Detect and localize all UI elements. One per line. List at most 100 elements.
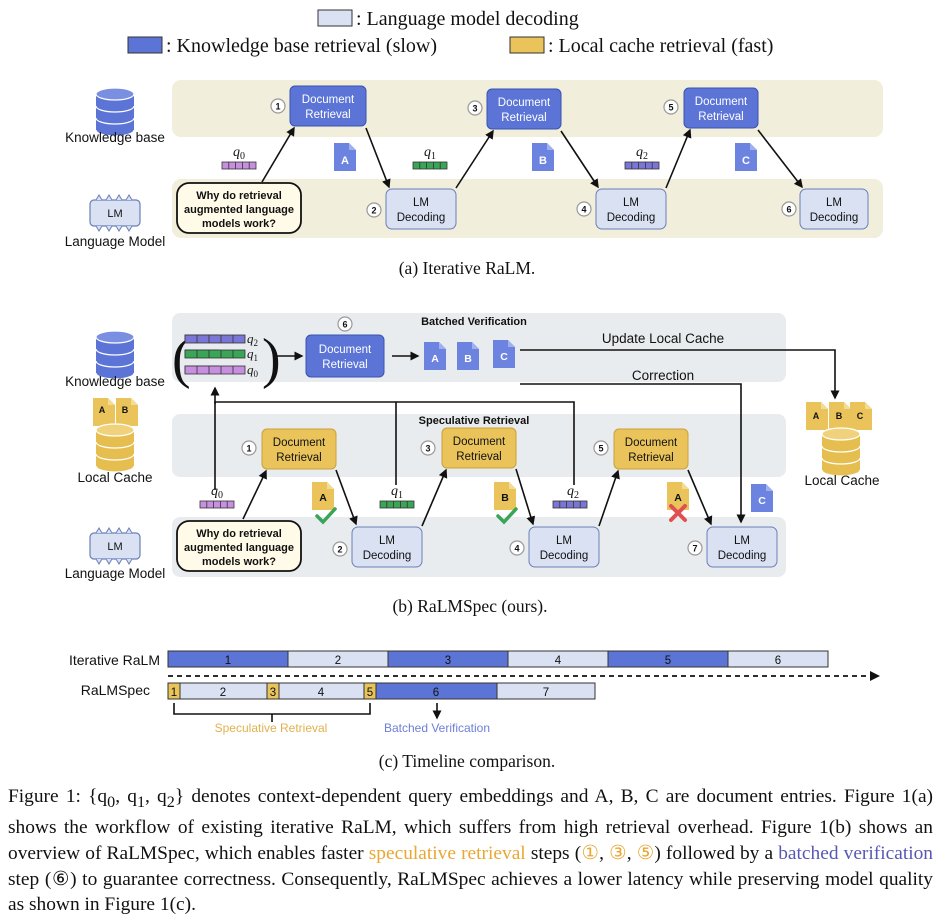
iter-seg-5: 5 <box>665 655 671 667</box>
iter-seg-1: 1 <box>225 655 231 667</box>
step-a-5: 5 <box>668 103 673 113</box>
spec-doc-a2-label: A <box>674 492 682 504</box>
iterative-timeline: 1 2 3 4 5 6 <box>167 650 829 668</box>
doc-b-label-b: B <box>464 353 472 365</box>
spec-doc-a-label: A <box>319 492 327 504</box>
ralmspec-timeline: 1 2 3 4 5 6 7 <box>167 682 596 700</box>
cache-retrieval-box-5 <box>613 428 689 470</box>
caption-step5: ⑤ <box>636 843 655 865</box>
iterative-label: Iterative RaLM <box>69 652 160 668</box>
arrow-b-4 <box>515 468 536 526</box>
prompt-b-line-2: augmented language <box>184 542 294 554</box>
caption-c: (c) Timeline comparison. <box>379 751 555 771</box>
step-b-6: 6 <box>342 320 347 330</box>
legend-cache-swatch <box>509 36 545 54</box>
panel-a: Knowledge base LM Language Model Why do … <box>65 80 883 278</box>
kb-retrieval-box-3-line2: Retrieval <box>501 112 546 124</box>
local-cache-label: Local Cache <box>77 470 152 485</box>
query-q2-b <box>552 500 588 509</box>
caption-sub0: 0 <box>107 793 116 811</box>
prompt-line-3: models work? <box>202 218 276 230</box>
correction-doc-c-label: C <box>758 495 766 507</box>
iter-seg-2: 2 <box>335 655 341 667</box>
step-a-6: 6 <box>786 205 791 215</box>
doc-c-label-b: C <box>500 351 508 363</box>
prompt-bubble <box>176 182 302 234</box>
lm-decoding-box-6-line1: LM <box>826 197 842 209</box>
arrow-correction <box>520 383 746 524</box>
lm-band <box>172 179 883 238</box>
update-cache-label: Update Local Cache <box>602 331 724 346</box>
step-b-7: 7 <box>692 544 697 554</box>
query-q1-b <box>379 500 415 509</box>
caption-step1: ① <box>581 843 600 865</box>
legend-kb-label: : Knowledge base retrieval (slow) <box>166 35 437 57</box>
lm-decoding-box-b-2 <box>351 526 423 568</box>
lm-decoding-box-2-line2: Decoding <box>397 212 446 224</box>
arrow-b-1 <box>242 469 267 520</box>
figure-canvas: : Language model decoding : Knowledge ba… <box>65 8 883 771</box>
lm-decoding-box-6-line2: Decoding <box>810 212 859 224</box>
caption-step3: ③ <box>609 843 627 865</box>
legend-kb-swatch <box>127 36 163 54</box>
line-queries-to-batch <box>214 401 575 490</box>
step-b-1: 1 <box>246 444 251 454</box>
caption-t5: ) followed by a <box>654 843 779 865</box>
spec-seg-6: 6 <box>433 687 439 699</box>
arrow-a-5 <box>665 128 692 189</box>
time-axis-arrowhead <box>870 671 880 681</box>
arrow-b-6 <box>687 469 713 526</box>
cache-retrieval-box-3-line1: Document <box>453 436 506 448</box>
kb-retrieval-box-1-line1: Document <box>302 94 355 106</box>
lm-decoding-box-b-4-line1: LM <box>556 535 572 547</box>
left-paren: ( <box>172 328 191 390</box>
kb-retrieval-box-5-line1: Document <box>695 96 748 108</box>
spec-seg-3: 3 <box>270 687 276 699</box>
database-icon-b <box>95 330 135 380</box>
caption-b: (b) RaLMSpec (ours). <box>392 596 547 616</box>
doc-b-label: B <box>539 155 547 167</box>
cache-retrieval-box-3 <box>441 427 517 469</box>
caption-batched-link: batched verification <box>778 843 933 865</box>
cache-doc-b-label: B <box>122 405 129 415</box>
q2-label-a: q2 <box>636 145 648 162</box>
caption-a: (a) Iterative RaLM. <box>399 258 536 278</box>
figure-caption: Figure 1: {q0, q1, q2} denotes context-d… <box>8 784 933 918</box>
step-b-5: 5 <box>598 444 603 454</box>
prompt-b-line-3: models work? <box>202 556 276 568</box>
kb-retrieval-box-5 <box>683 87 759 129</box>
q0-label-a: q0 <box>233 145 245 162</box>
lm-decoding-box-b-7 <box>706 526 778 568</box>
legend-cache-label: : Local cache retrieval (fast) <box>548 35 773 57</box>
right-paren: ) <box>262 328 281 390</box>
cache-retrieval-box-1 <box>261 428 337 470</box>
cache-r-doc-b-label: B <box>836 411 843 421</box>
lm-band-b <box>172 517 786 577</box>
step-a-3: 3 <box>472 104 477 114</box>
kb-retrieval-box-1 <box>289 85 367 127</box>
step-b-2: 2 <box>337 545 342 555</box>
q1-label-b: q1 <box>391 484 403 501</box>
prompt-bubble-b <box>176 520 302 572</box>
kb-retrieval-box-6-line1: Document <box>319 344 372 356</box>
arrow-a-6 <box>757 129 803 189</box>
query-q0-b <box>199 500 235 509</box>
lm-decoding-box-2-line1: LM <box>413 197 429 209</box>
kb-retrieval-box-6-line2: Retrieval <box>322 359 367 371</box>
query-q1-a <box>412 161 448 170</box>
local-cache-r-label: Local Cache <box>804 473 879 488</box>
local-cache-db-icon <box>95 423 135 473</box>
cache-doc-a-label: A <box>99 405 106 415</box>
caption-sep1: , <box>599 843 610 865</box>
cache-r-doc-c-label: C <box>857 411 864 421</box>
q0-label-b: q0 <box>211 484 223 501</box>
lm-decoding-box-6 <box>799 188 869 230</box>
cache-retrieval-box-5-line1: Document <box>625 437 678 449</box>
legend-lm-label: : Language model decoding <box>356 8 579 30</box>
doc-c-label: C <box>742 155 750 167</box>
iter-seg-4: 4 <box>555 655 562 667</box>
iter-seg-6: 6 <box>775 655 781 667</box>
prompt-line-1: Why do retrieval <box>196 190 282 202</box>
step-b-6-circle <box>337 316 353 332</box>
batched-verification-label: Batched Verification <box>384 721 490 735</box>
